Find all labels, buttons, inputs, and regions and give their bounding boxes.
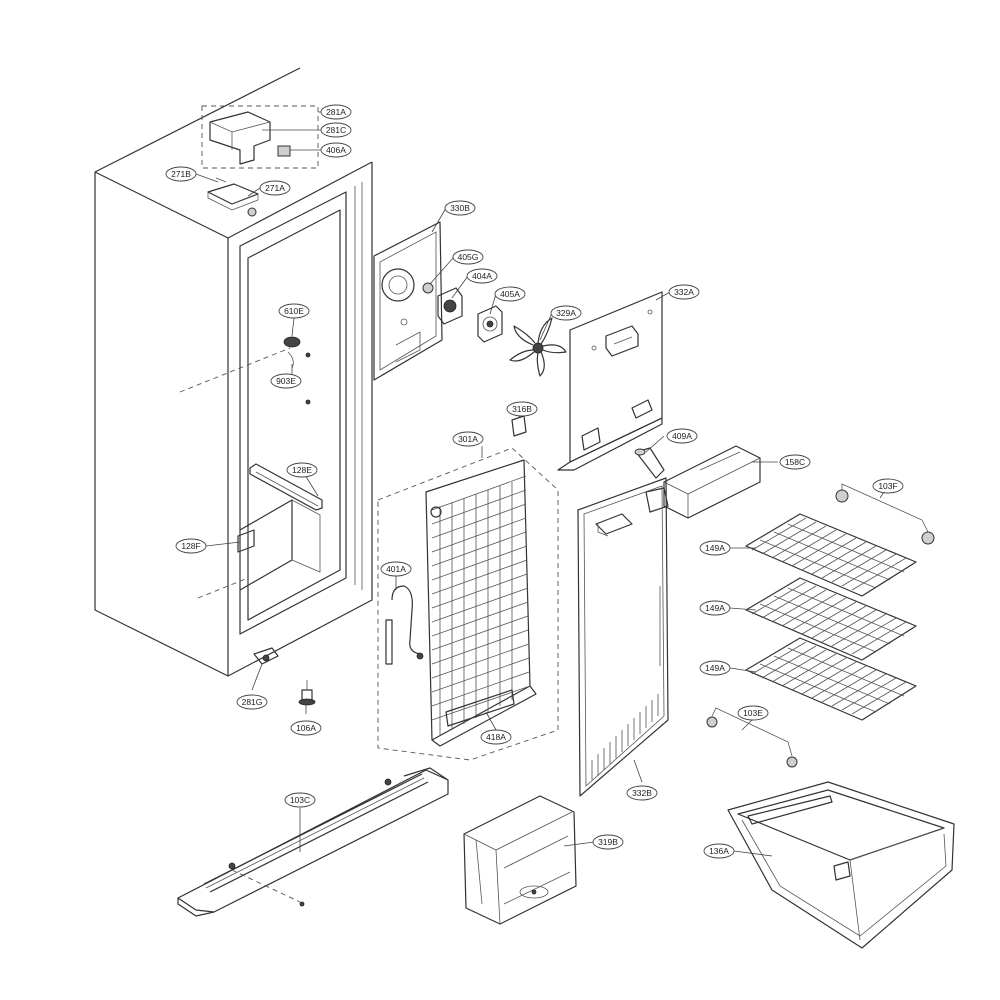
part-106a-leveler	[298, 680, 316, 706]
part-149a-shelf-bottom	[745, 637, 917, 721]
callout-329a: 329A	[550, 305, 582, 321]
part-136a-crisper	[727, 781, 955, 949]
label-text: 149A	[705, 603, 725, 613]
callout-136a: 136A	[703, 843, 735, 859]
label-text: 103F	[878, 481, 897, 491]
callout-404a: 404A	[466, 268, 498, 284]
part-405a-motor	[477, 305, 503, 343]
callout-409a: 409A	[666, 428, 698, 444]
label-text: 418A	[486, 732, 506, 742]
callout-281g: 281G	[236, 694, 268, 710]
part-319b-cover	[463, 795, 577, 925]
callout-610e: 610E	[278, 303, 310, 319]
part-103f-supports	[835, 483, 935, 545]
part-103c-rail	[177, 767, 449, 917]
part-332a-cover	[557, 291, 663, 471]
callout-418a: 418A	[480, 729, 512, 745]
label-text: 106A	[296, 723, 316, 733]
label-text: 319B	[598, 837, 618, 847]
label-text: 903E	[276, 376, 296, 386]
label-text: 136A	[709, 846, 729, 856]
label-text: 149A	[705, 543, 725, 553]
part-128f-bracket	[237, 529, 255, 553]
part-149a-shelf-top	[745, 513, 917, 597]
callout-149a-bottom: 149A	[699, 660, 731, 676]
callout-301a: 301A	[452, 431, 484, 447]
part-281a-assembly	[201, 105, 319, 169]
callout-281c: 281C	[320, 122, 352, 138]
callout-103e: 103E	[737, 705, 769, 721]
callout-405a: 405A	[494, 286, 526, 302]
part-401a-heater	[385, 585, 424, 665]
part-149a-shelf-middle	[745, 577, 917, 661]
label-text: 409A	[672, 431, 692, 441]
part-158c-lamp-cover	[645, 445, 761, 519]
cabinet	[94, 67, 373, 677]
callout-316b: 316B	[506, 401, 538, 417]
part-329a-fan-blade	[509, 317, 567, 377]
callout-106a: 106A	[290, 720, 322, 736]
label-text: 271A	[265, 183, 285, 193]
callout-128e: 128E	[286, 462, 318, 478]
label-text: 149A	[705, 663, 725, 673]
callout-406a: 406A	[320, 142, 352, 158]
part-316b	[511, 415, 527, 437]
part-404a-bracket	[437, 287, 463, 325]
callout-281a: 281A	[320, 104, 352, 120]
label-text: 330B	[450, 203, 470, 213]
callout-103f: 103F	[872, 478, 904, 494]
part-301a-evaporator	[377, 447, 559, 761]
label-text: 316B	[512, 404, 532, 414]
part-610e-grommet	[283, 336, 301, 369]
label-text: 281A	[326, 107, 346, 117]
label-text: 332A	[674, 287, 694, 297]
part-271-bracket	[207, 177, 259, 217]
callout-401a: 401A	[380, 561, 412, 577]
label-text: 158C	[785, 457, 805, 467]
label-text: 281C	[326, 125, 346, 135]
label-text: 301A	[458, 434, 478, 444]
label-text: 271B	[171, 169, 191, 179]
evaporator-coils	[431, 475, 531, 736]
leader-lines	[195, 111, 889, 857]
callout-149a-middle: 149A	[699, 600, 731, 616]
callout-332a: 332A	[668, 284, 700, 300]
part-330b-fan-housing	[373, 221, 443, 381]
label-text: 406A	[326, 145, 346, 155]
panel-vents	[591, 694, 659, 780]
callout-319b: 319B	[592, 834, 624, 850]
label-text: 332B	[632, 788, 652, 798]
label-text: 405A	[500, 289, 520, 299]
label-text: 610E	[284, 306, 304, 316]
callout-903e: 903E	[270, 373, 302, 389]
callout-128f: 128F	[175, 538, 207, 554]
label-text: 103E	[743, 708, 763, 718]
callout-405g: 405G	[452, 249, 484, 265]
callout-332b: 332B	[626, 785, 658, 801]
callout-149a-top: 149A	[699, 540, 731, 556]
label-text: 281G	[242, 697, 263, 707]
label-text: 401A	[386, 564, 406, 574]
part-103e-supports	[706, 707, 798, 768]
callout-271b: 271B	[165, 166, 197, 182]
callout-labels: 281A 281C 406A 271B 271A 330B 405G 404A …	[165, 104, 904, 859]
label-text: 128E	[292, 465, 312, 475]
callout-271a: 271A	[259, 180, 291, 196]
callout-158c: 158C	[779, 454, 811, 470]
callout-330b: 330B	[444, 200, 476, 216]
label-text: 329A	[556, 308, 576, 318]
part-405g-grommet	[422, 282, 434, 294]
part-409a-lamp	[634, 447, 665, 479]
label-text: 103C	[290, 795, 310, 805]
label-text: 404A	[472, 271, 492, 281]
callout-103c: 103C	[284, 792, 316, 808]
label-text: 128F	[181, 541, 200, 551]
part-128e-rail	[249, 463, 323, 511]
part-332b-panel	[577, 477, 669, 797]
label-text: 405G	[458, 252, 479, 262]
part-281g-hinge	[253, 647, 279, 665]
